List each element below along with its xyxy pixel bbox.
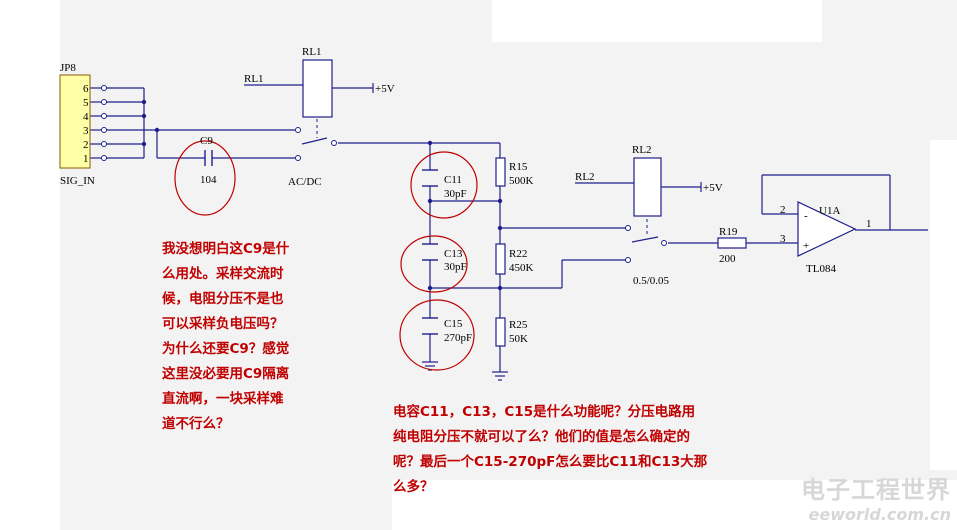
resistor-bodies bbox=[495, 157, 747, 347]
jp8-name: SIG_IN bbox=[60, 175, 95, 187]
u1a-pin-minus: 2 bbox=[780, 204, 786, 216]
jp8-pin-5: 5 bbox=[83, 97, 89, 109]
jp8-pin-circles bbox=[101, 85, 107, 161]
component-labels: JP8 SIG_IN 6 5 4 3 2 1 RL1 RL1 +5V AC/DC… bbox=[60, 46, 872, 345]
c11-ref: C11 bbox=[444, 174, 462, 186]
jp8-pin-4: 4 bbox=[83, 111, 89, 123]
background-panel-left bbox=[0, 0, 60, 530]
rl2-relay-body bbox=[633, 157, 662, 217]
rl2-coil-net: RL2 bbox=[575, 171, 595, 183]
jp8-pin-2: 2 bbox=[83, 139, 89, 151]
rl2-supply: +5V bbox=[703, 182, 723, 194]
switch-contacts bbox=[295, 127, 667, 263]
rl1-ref: RL1 bbox=[302, 46, 322, 58]
r25-ref: R25 bbox=[509, 319, 528, 331]
c15-ref: C15 bbox=[444, 318, 463, 330]
r15-ref: R15 bbox=[509, 161, 528, 173]
junction-dots bbox=[141, 99, 503, 291]
annotation-capacitor-question: 电容C11，C13，C15是什么功能呢？分压电路用 纯电阻分压不就可以了么？他们… bbox=[393, 404, 708, 495]
jp8-pin-3: 3 bbox=[83, 125, 89, 137]
highlight-circles bbox=[174, 140, 478, 371]
jp8-pin-1: 1 bbox=[83, 153, 89, 165]
background-panel-top bbox=[492, 0, 822, 42]
u1a-plus-sign: + bbox=[803, 240, 809, 252]
c9-value: 104 bbox=[200, 174, 217, 186]
u1a-minus-sign: - bbox=[804, 210, 808, 222]
annotation-c9-question: 我没想明白这C9是什 么用处。采样交流时 候，电阻分压不是也 可以采样负电压吗？… bbox=[162, 241, 290, 432]
u1a-pin-out: 1 bbox=[866, 218, 872, 230]
r25-value: 50K bbox=[509, 333, 528, 345]
rl1-relay-body bbox=[302, 59, 333, 118]
u1a-ref: U1A bbox=[819, 205, 840, 217]
r15-value: 500K bbox=[509, 175, 534, 187]
u1a-opamp-body bbox=[797, 201, 857, 257]
watermark-en: eeworld.com.cn bbox=[808, 505, 951, 524]
u1a-pin-plus: 3 bbox=[780, 233, 786, 245]
jp8-connector-body bbox=[59, 74, 91, 169]
rl2-switch-label: 0.5/0.05 bbox=[633, 275, 670, 287]
watermark-cn: 电子工程世界 bbox=[801, 476, 951, 504]
c15-value: 270pF bbox=[444, 332, 472, 344]
rl1-coil-net: RL1 bbox=[244, 73, 264, 85]
c11-value: 30pF bbox=[444, 188, 467, 200]
rl1-supply: +5V bbox=[375, 83, 395, 95]
c9-ref: C9 bbox=[200, 135, 213, 147]
rl1-switch-label: AC/DC bbox=[288, 176, 322, 188]
r22-ref: R22 bbox=[509, 248, 527, 260]
r22-value: 450K bbox=[509, 262, 534, 274]
capacitor-plates bbox=[204, 150, 438, 335]
background-panel-right bbox=[930, 140, 957, 470]
r19-value: 200 bbox=[719, 253, 736, 265]
jp8-ref: JP8 bbox=[60, 62, 76, 74]
c13-ref: C13 bbox=[444, 248, 463, 260]
jp8-pin-6: 6 bbox=[83, 83, 89, 95]
background-panel-bottom bbox=[392, 480, 957, 530]
wires bbox=[90, 83, 928, 381]
u1a-part: TL084 bbox=[806, 263, 836, 275]
c13-value: 30pF bbox=[444, 261, 467, 273]
r19-ref: R19 bbox=[719, 226, 738, 238]
rl2-ref: RL2 bbox=[632, 144, 652, 156]
watermark: 电子工程世界 eeworld.com.cn bbox=[801, 470, 951, 524]
